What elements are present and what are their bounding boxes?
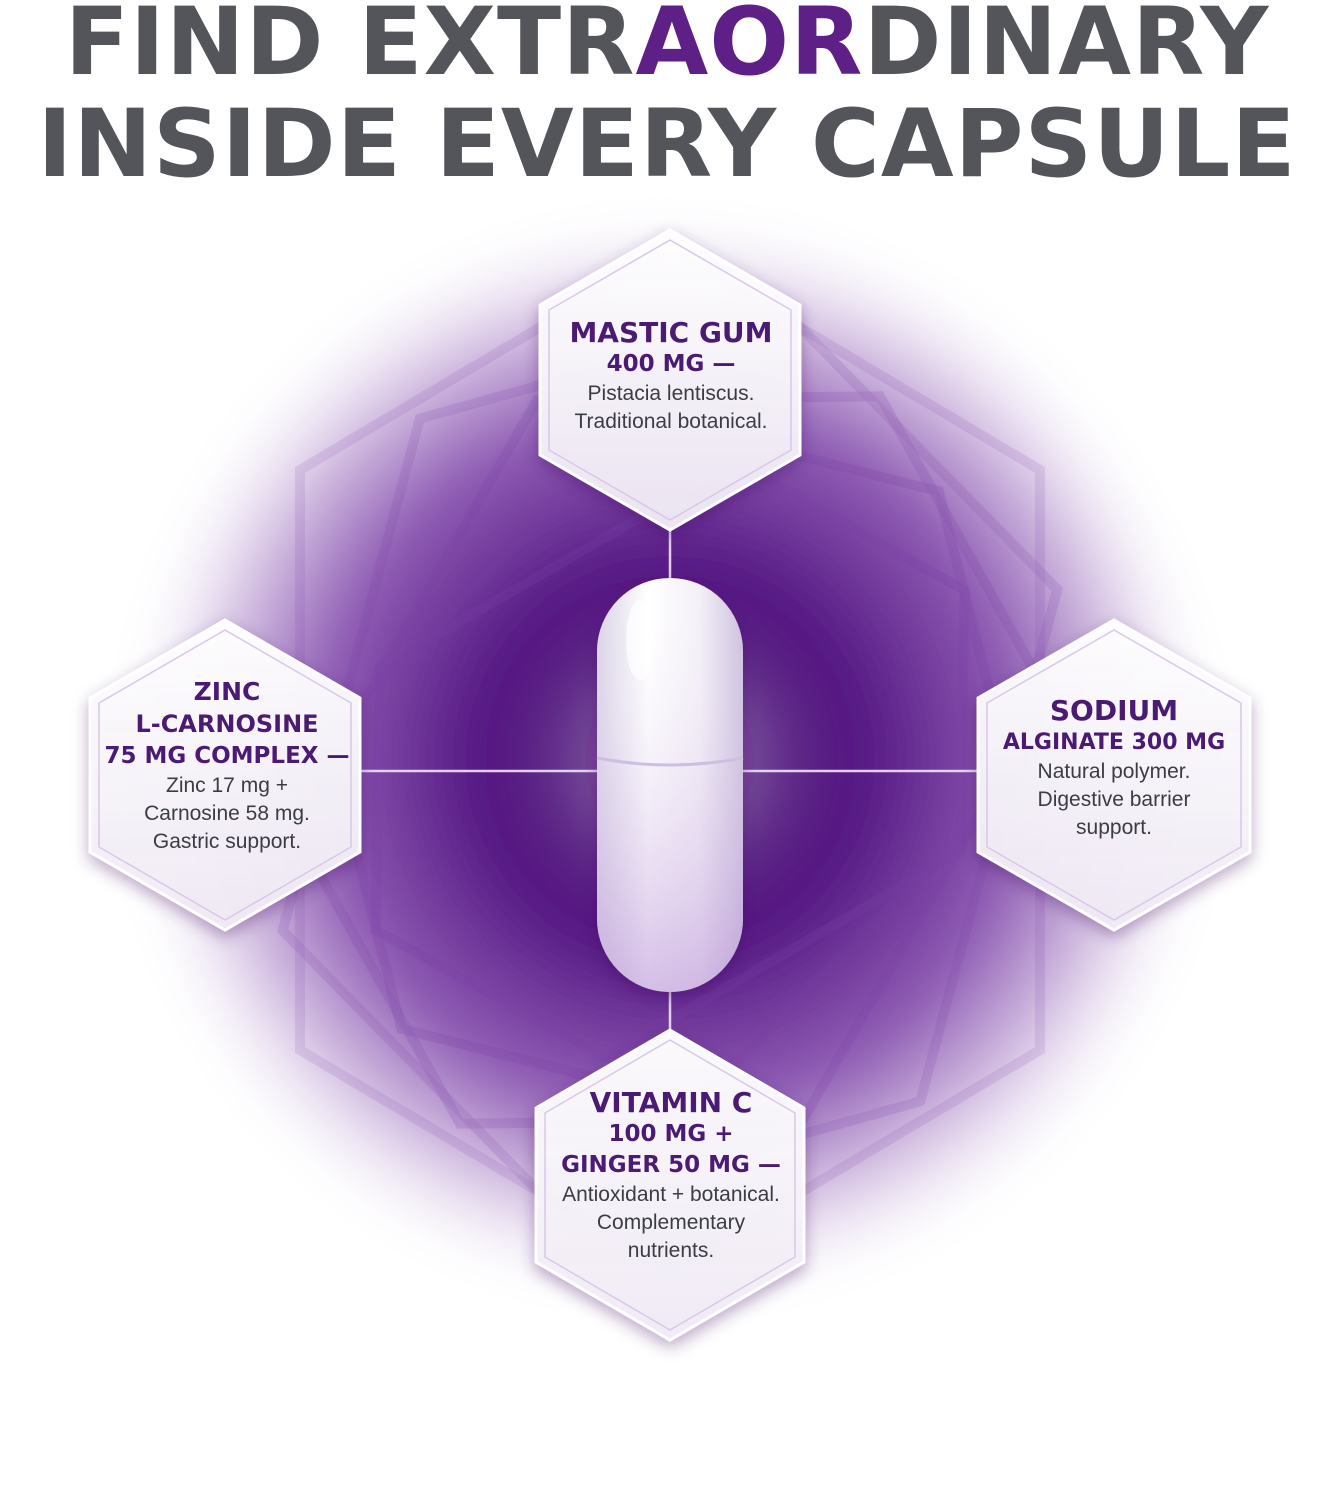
ingredient-amount: L-CARNOSINE <box>135 710 319 738</box>
hexagon-top <box>538 228 802 532</box>
ingredient-desc: nutrients. <box>627 1239 715 1262</box>
headline-line-1: FIND EXTRAORDINARY <box>0 0 1334 94</box>
ingredient-title: MASTIC GUM <box>569 316 773 349</box>
hexagon-left <box>88 618 362 932</box>
hexagon-right <box>976 618 1252 932</box>
headline-accent: AOR <box>635 0 864 97</box>
ingredient-desc: Antioxidant + botanical. <box>562 1183 780 1206</box>
ingredient-amount: 100 MG + <box>608 1121 734 1147</box>
hexagon-bottom <box>534 1028 806 1342</box>
ingredient-title: SODIUM <box>1049 694 1179 727</box>
ingredient-desc: support. <box>1076 816 1152 839</box>
ingredient-desc: Gastric support. <box>152 830 302 853</box>
ingredient-title: ZINC <box>193 677 261 706</box>
capsule-icon <box>596 578 744 992</box>
ingredient-amount: GINGER 50 MG — <box>561 1152 781 1178</box>
headline-line-2: INSIDE EVERY CAPSULE <box>37 90 1297 199</box>
ingredient-sodium-alginate: SODIUM ALGINATE 300 MG Natural polymer. … <box>980 694 1248 842</box>
ingredient-mastic-gum: MASTIC GUM 400 MG — Pistacia lentiscus. … <box>540 316 802 436</box>
ingredient-zinc-carnosine: ZINC L-CARNOSINE 75 MG COMPLEX — Zinc 17… <box>92 676 362 856</box>
ingredient-desc: Carnosine 58 mg. <box>144 802 310 825</box>
headline: FIND EXTRAORDINARY INSIDE EVERY CAPSULE <box>0 0 1334 196</box>
ingredient-amount: ALGINATE 300 MG <box>1002 730 1226 755</box>
ingredient-desc: Traditional botanical. <box>574 410 768 433</box>
ingredient-amount: 400 MG — <box>606 351 736 377</box>
ingredient-amount: 75 MG COMPLEX — <box>104 743 350 769</box>
ingredient-desc: Natural polymer. <box>1037 760 1191 783</box>
ingredient-vitamin-c-ginger: VITAMIN C 100 MG + GINGER 50 MG — Antiox… <box>540 1086 802 1265</box>
ingredient-desc: Digestive barrier <box>1037 788 1191 811</box>
ingredient-desc: Pistacia lentiscus. <box>587 382 755 405</box>
ingredient-desc: Complementary <box>596 1211 746 1234</box>
ingredient-title: VITAMIN C <box>589 1086 753 1119</box>
ingredient-desc: Zinc 17 mg + <box>166 774 288 797</box>
